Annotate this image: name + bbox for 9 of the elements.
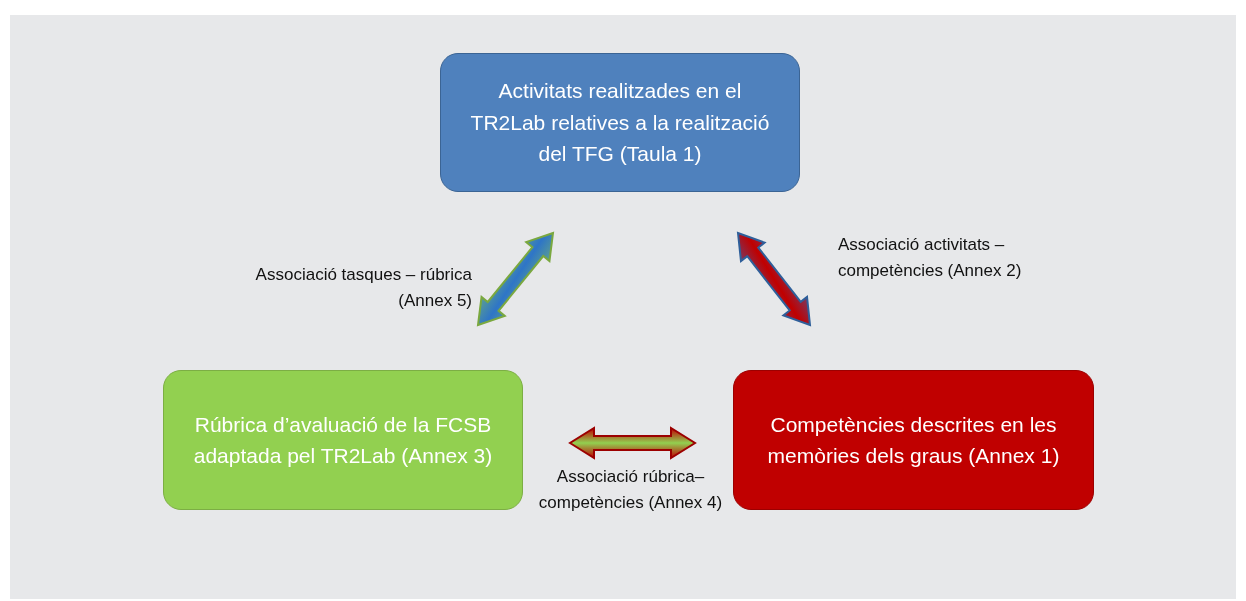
process-box	[440, 53, 800, 192]
box-text: Rúbrica d’avaluació de la FCSB adaptada pel TR2Lab (Annex 3)	[192, 411, 494, 469]
process-box	[163, 370, 523, 510]
double-arrow	[736, 231, 812, 327]
double-arrow	[568, 426, 697, 460]
box-text: Activitats realitzades en el TR2Lab relatives a la realització del TFG (Taula 1)	[469, 78, 771, 168]
double-arrow	[476, 231, 555, 327]
box-text: Competències descrites en les memòries dels graus (Annex 1)	[766, 411, 1061, 469]
process-box	[733, 370, 1094, 510]
